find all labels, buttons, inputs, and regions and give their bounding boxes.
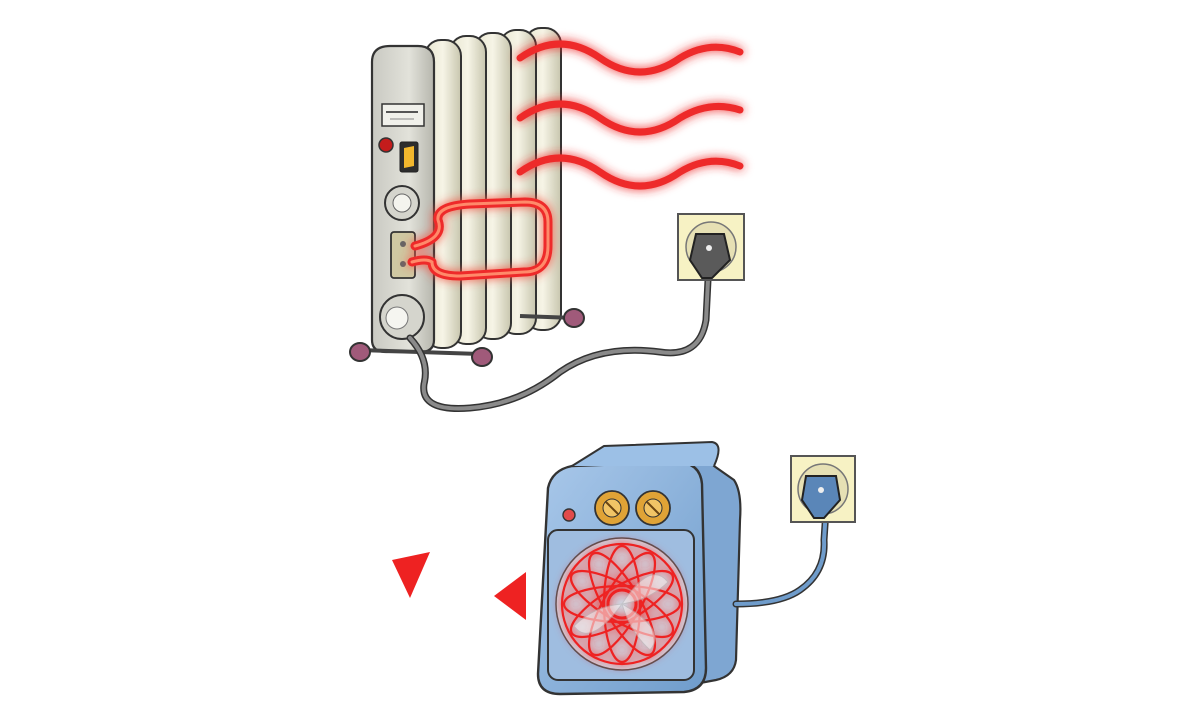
red-triangle-arrow-icon [392,552,526,620]
fan-heater-knobs [594,490,671,526]
fan-heater-plug-icon [800,475,842,519]
fan-blades-icon [573,574,669,651]
airflow-arrow-right [494,572,526,620]
wall-socket-icon [677,213,745,281]
oil-radiator-heater-icon [349,27,585,367]
radiator-terminal-block [390,231,416,279]
fan-heater-indicator-light-icon [562,508,576,522]
radiator-heating-element [407,197,553,281]
radiator-indicator-light-icon [378,137,394,153]
airflow-arrow-left [392,552,430,598]
radiator-label-plate [381,103,425,127]
fan-heater-icon [536,440,742,696]
fan-heater-power-cord [732,506,830,608]
heat-waves-icon [516,40,744,190]
radiator-plug-icon [688,233,732,279]
fan-heater-heating-coil [560,542,684,666]
wall-socket-icon [790,455,856,523]
radiator-fins [424,27,562,349]
